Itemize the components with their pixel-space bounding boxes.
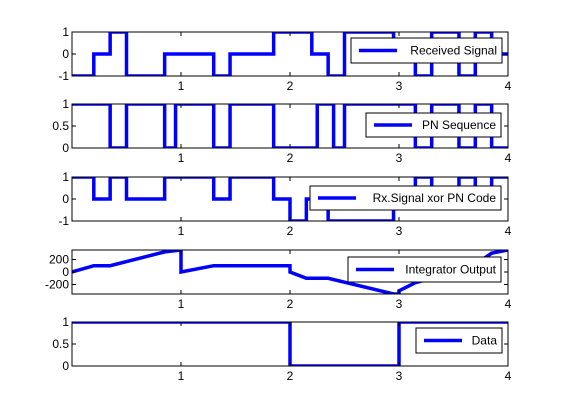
x-tick-label: 2	[287, 224, 294, 238]
x-tick-label: 2	[287, 297, 294, 311]
legend: Data	[415, 327, 503, 354]
legend: Rx.Signal xor PN Code	[309, 185, 502, 211]
x-tick-label: 4	[505, 297, 512, 311]
legend-label: Rx.Signal xor PN Code	[373, 191, 497, 205]
x-tick-label: 3	[396, 224, 403, 238]
subplot-2: 1 2 3 4 0 0.5 1 PN Sequence	[52, 97, 511, 165]
y-tick-label: 0.5	[52, 119, 69, 133]
y-tick-label: 1	[62, 25, 69, 39]
x-tick-label: 1	[178, 79, 185, 93]
y-tick-label: 0.5	[52, 337, 69, 351]
y-tick-label: 0	[62, 359, 69, 373]
x-tick-label: 4	[505, 79, 512, 93]
x-tick-label: 3	[396, 79, 403, 93]
y-tick-label: -200	[45, 278, 69, 292]
legend-label: Received Signal	[410, 44, 497, 58]
x-tick-label: 2	[287, 369, 294, 383]
x-tick-label: 4	[505, 151, 512, 165]
y-tick-label: 1	[62, 315, 69, 329]
x-tick-label: 4	[505, 224, 512, 238]
y-tick-label: 0	[62, 192, 69, 206]
x-tick-label: 4	[505, 369, 512, 383]
x-tick-label: 3	[396, 369, 403, 383]
y-tick-label: 0	[62, 47, 69, 61]
x-tick-label: 2	[287, 79, 294, 93]
y-tick-label: -1	[58, 69, 69, 83]
x-tick-label: 3	[396, 297, 403, 311]
y-tick-label: 0	[62, 265, 69, 279]
x-tick-label: 1	[178, 297, 185, 311]
series-line	[72, 104, 508, 148]
legend-label: PN Sequence	[422, 118, 496, 132]
x-tick-label: 3	[396, 151, 403, 165]
x-tick-label: 1	[178, 224, 185, 238]
y-tick-label: 0	[62, 141, 69, 155]
y-tick-label: 1	[62, 97, 69, 111]
legend-label: Data	[472, 334, 498, 348]
y-tick-label: -1	[58, 214, 69, 228]
y-tick-label: 1	[62, 170, 69, 184]
x-tick-label: 2	[287, 151, 294, 165]
legend: PN Sequence	[365, 112, 502, 138]
y-tick-label: 200	[49, 252, 69, 266]
legend: Integrator Output	[347, 256, 502, 283]
x-tick-label: 1	[178, 369, 185, 383]
x-tick-label: 1	[178, 151, 185, 165]
legend: Received Signal	[350, 37, 503, 64]
legend-label: Integrator Output	[405, 263, 496, 277]
